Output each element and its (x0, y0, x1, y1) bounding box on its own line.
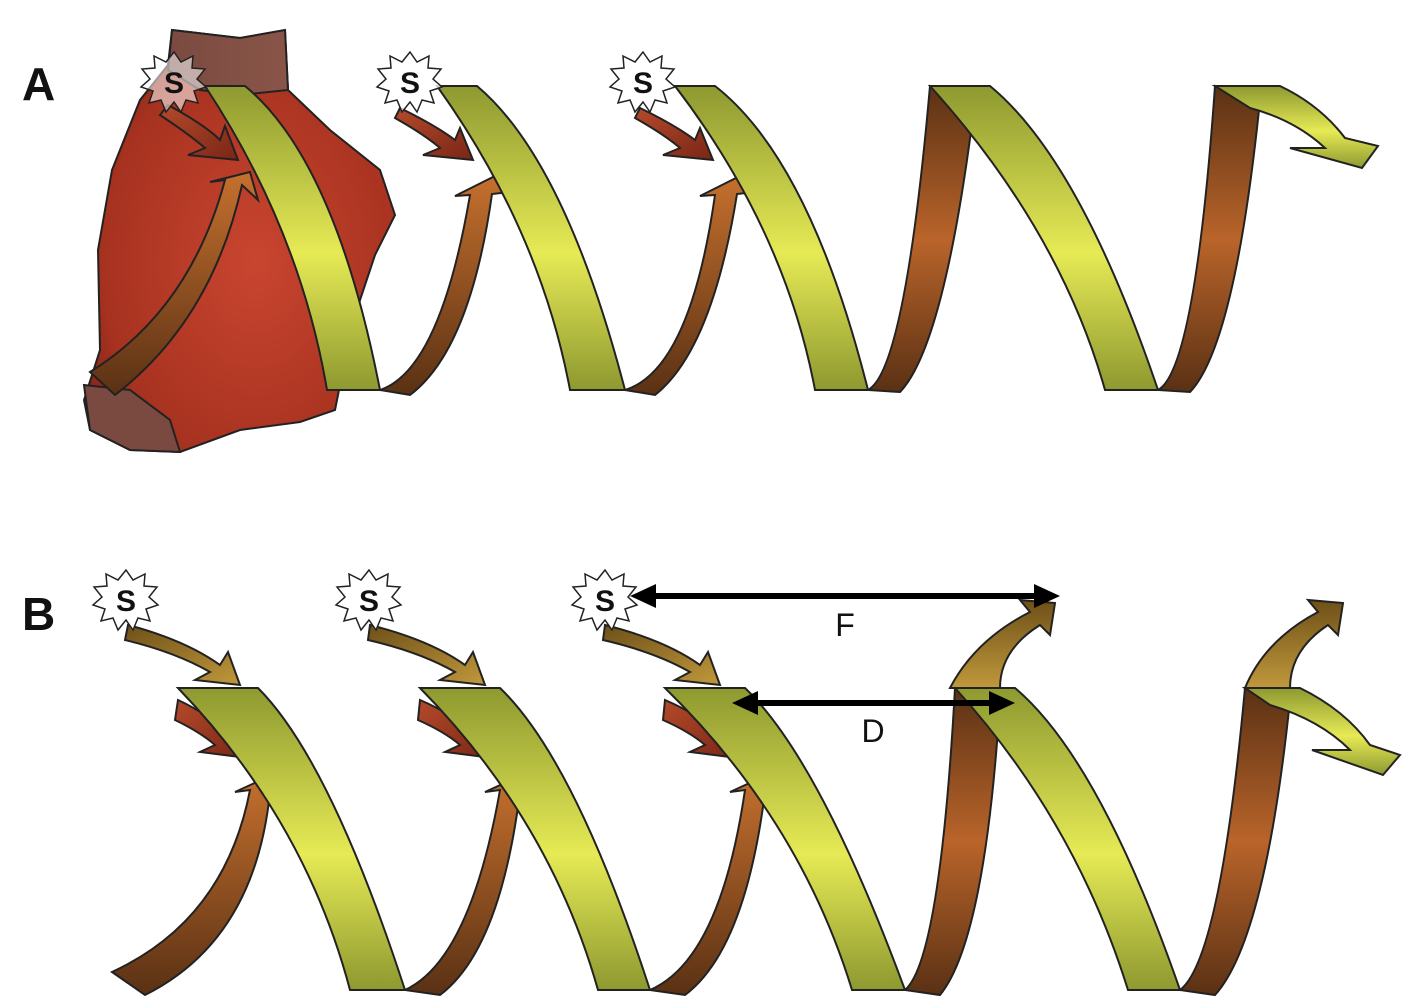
conduction-arrow-up (380, 176, 510, 395)
spark-icon: S (610, 52, 675, 112)
conduction-arrow-up (112, 775, 288, 995)
spark-icon: S (377, 52, 442, 112)
spark-label: S (400, 67, 420, 100)
measure-d-label: D (861, 713, 884, 749)
conduction-arrow-up (625, 176, 755, 395)
impulse-arrow-tan (368, 625, 485, 685)
spark-label: S (116, 585, 136, 618)
spark-label: S (633, 67, 653, 100)
excitation-ribbon (675, 86, 868, 390)
conduction-ribbon (1180, 688, 1290, 995)
spark-icon: S (336, 570, 401, 630)
panel-b-sparks: S S S (93, 570, 637, 630)
branch-arrow-tan (950, 600, 1055, 688)
panel-b-ribbons (112, 600, 1400, 995)
conduction-ribbon (868, 86, 975, 392)
spark-label: S (359, 585, 379, 618)
spark-icon: S (93, 570, 158, 630)
spark-icon: S (572, 570, 637, 630)
spark-label: S (595, 585, 615, 618)
conduction-ribbon (1158, 86, 1260, 392)
conduction-arrow-up (650, 775, 783, 995)
measure-f-label: F (835, 607, 855, 643)
spark-label: S (164, 67, 184, 100)
panel-b-label: B (22, 588, 55, 640)
panel-b: B (22, 570, 1400, 995)
branch-arrow-tan (1245, 600, 1343, 688)
impulse-arrow-tan (125, 625, 240, 685)
panel-a: A (22, 30, 1378, 452)
conduction-ribbon (905, 688, 1000, 995)
impulse-arrow-tan (603, 625, 720, 685)
panel-a-label: A (22, 58, 55, 110)
